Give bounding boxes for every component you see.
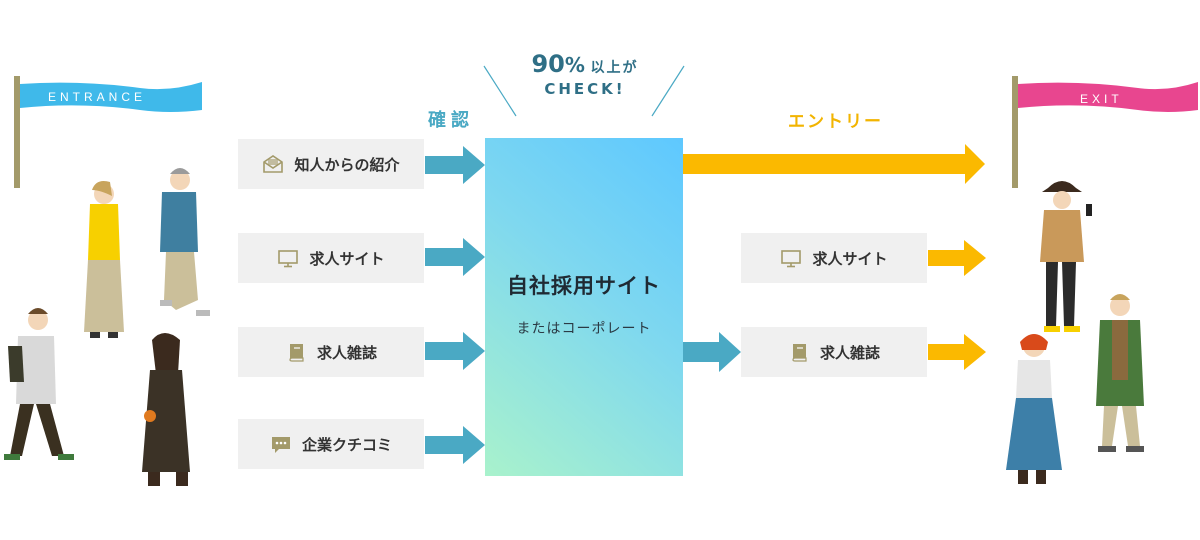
people-entrance-illustration	[4, 168, 210, 486]
exit-channel-job-magazine: 求人雑誌	[741, 327, 927, 377]
person-yellow-top	[84, 181, 124, 338]
check-percent-sign: %	[564, 53, 585, 77]
envelope-icon	[263, 155, 284, 173]
person-hat-phone	[1040, 181, 1092, 332]
person-blue-skirt	[1006, 334, 1062, 484]
source-referral: 知人からの紹介	[238, 139, 424, 189]
source-label: 求人雑誌	[316, 343, 377, 362]
chat-bubble-icon	[271, 437, 290, 453]
person-green-coat	[1096, 294, 1144, 452]
entrance-flag-pole	[14, 76, 20, 188]
source-label: 企業クチコミ	[301, 435, 392, 454]
exit-flag	[1018, 82, 1198, 112]
check-percent: 90	[531, 50, 565, 78]
source-label: 知人からの紹介	[294, 155, 400, 174]
source-job-magazine: 求人雑誌	[238, 327, 424, 377]
person-dark-dress	[142, 333, 190, 486]
yellow-arrows-out	[928, 240, 986, 370]
check-line2: CHECK!	[544, 80, 626, 98]
entry-label: エントリー	[788, 112, 883, 132]
people-exit-illustration	[1006, 181, 1144, 484]
check-suffix: 以上が	[590, 60, 639, 76]
monitor-icon	[278, 250, 299, 268]
blue-arrow-out	[683, 332, 741, 372]
center-title: 自社採用サイト	[507, 274, 661, 298]
person-beanie	[160, 168, 210, 316]
book-icon	[792, 344, 807, 362]
monitor-icon	[781, 250, 802, 268]
source-job-site: 求人サイト	[238, 233, 424, 283]
confirm-label: 確認	[428, 110, 474, 131]
exit-channel-job-site: 求人サイト	[741, 233, 927, 283]
source-company-reviews: 企業クチコミ	[238, 419, 424, 469]
entrance-flag	[20, 82, 202, 112]
entry-arrow	[683, 144, 985, 184]
exit-flag-pole	[1012, 76, 1018, 188]
entrance-flag-label: ENTRANCE	[48, 90, 147, 104]
book-icon	[289, 344, 304, 362]
source-label: 求人サイト	[309, 249, 385, 268]
check-callout-lines	[483, 65, 685, 117]
exit-channel-label: 求人サイト	[812, 249, 888, 268]
exit-channel-label: 求人雑誌	[819, 343, 880, 362]
center-subtitle: またはコーポレート	[516, 321, 652, 337]
company-recruit-site-box: 自社採用サイト またはコーポレート	[485, 138, 683, 476]
blue-arrows-in	[425, 146, 485, 464]
check-callout: 90% 以上が CHECK!	[500, 50, 670, 98]
exit-flag-label: EXIT	[1080, 92, 1123, 106]
person-backpack	[4, 308, 74, 460]
